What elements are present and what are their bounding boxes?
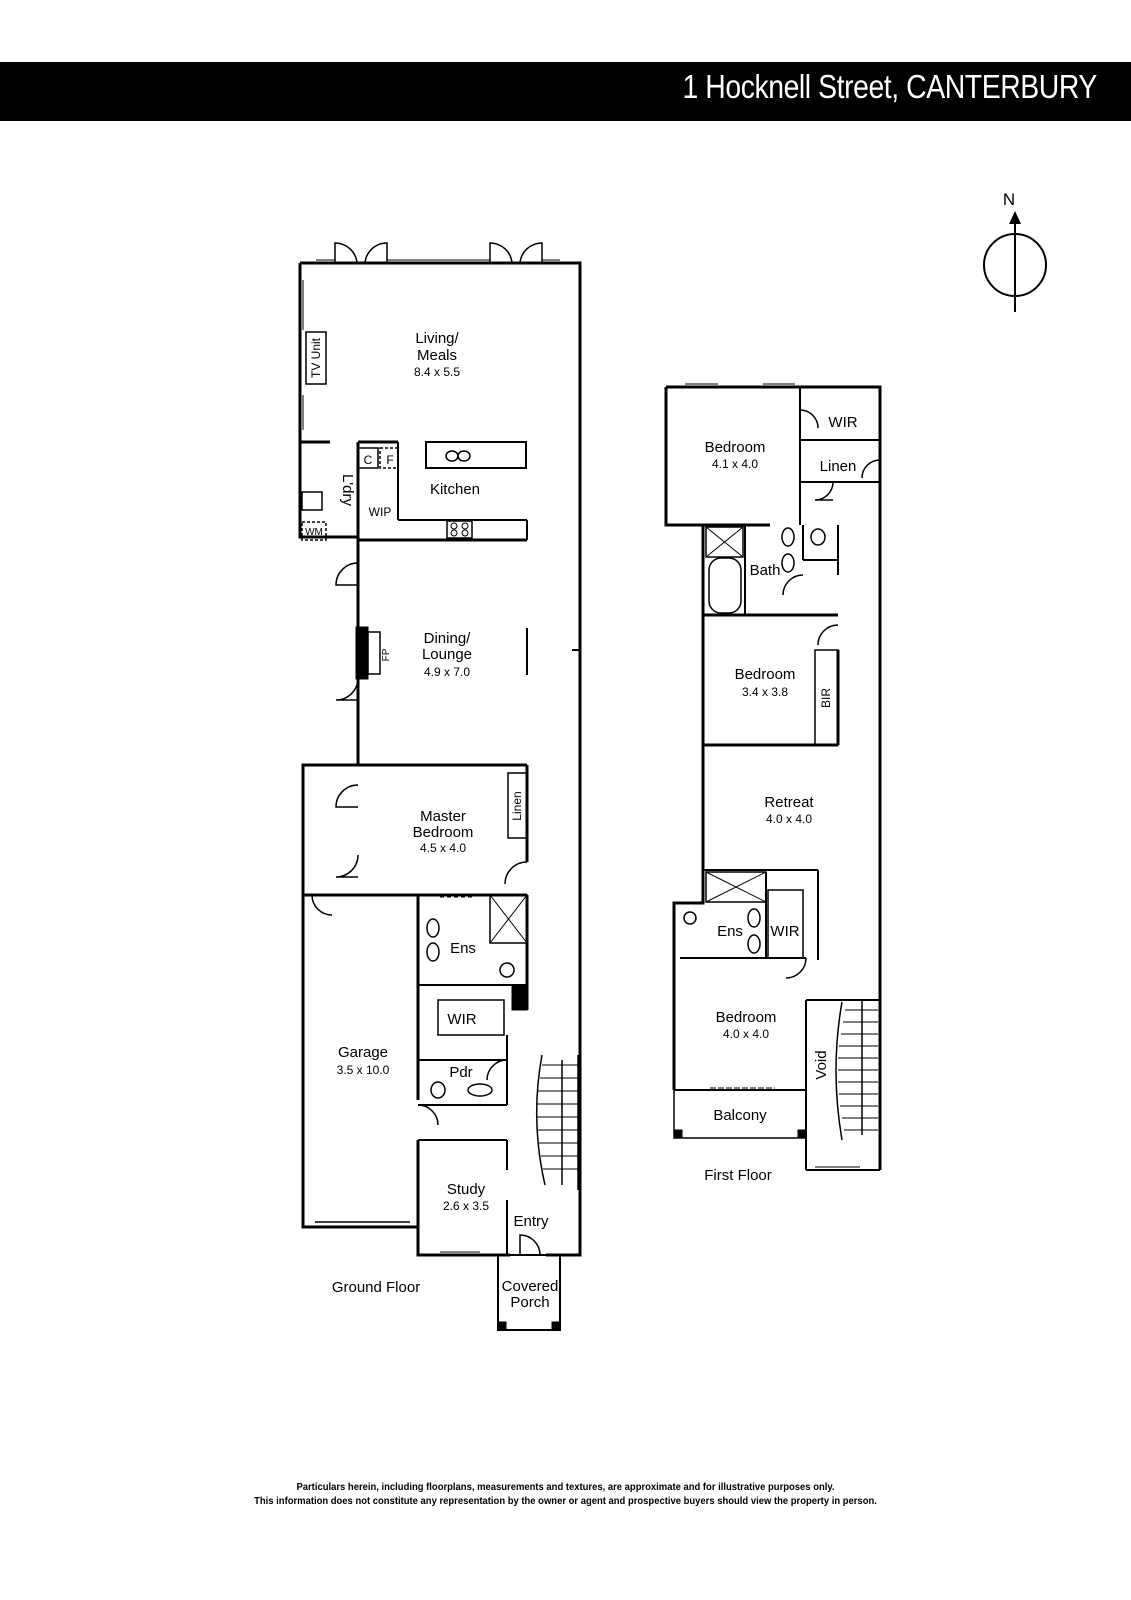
- wir-2-label: WIR: [770, 923, 799, 940]
- bir-label: BIR: [819, 688, 833, 708]
- wip-label: WIP: [369, 505, 392, 519]
- first-floor-label: First Floor: [704, 1167, 772, 1184]
- master-bedroom-dims: 4.5 x 4.0: [420, 841, 466, 855]
- disclaimer-line-2: This information does not constitute any…: [254, 1495, 877, 1507]
- linen-label: Linen: [510, 791, 524, 820]
- compass-north-label: N: [1003, 190, 1015, 209]
- bedroom-1-label: Bedroom: [705, 439, 766, 456]
- powder-room-label: Pdr: [449, 1064, 472, 1081]
- garage-label: Garage: [338, 1044, 388, 1061]
- covered-porch-label-2: Porch: [510, 1294, 549, 1311]
- living-meals-dims: 8.4 x 5.5: [414, 365, 460, 379]
- dining-lounge-dims: 4.9 x 7.0: [424, 665, 470, 679]
- bedroom-1-dims: 4.1 x 4.0: [712, 457, 758, 471]
- retreat-dims: 4.0 x 4.0: [766, 812, 812, 826]
- void-label: Void: [813, 1050, 830, 1079]
- bedroom-3-dims: 4.0 x 4.0: [723, 1027, 769, 1041]
- ground-floor-plan: [298, 242, 582, 1331]
- living-meals-label-1: Living/: [415, 330, 459, 347]
- first-floor-plan: [664, 383, 882, 1171]
- wir-label: WIR: [447, 1011, 476, 1028]
- balcony-label: Balcony: [713, 1107, 767, 1124]
- master-bedroom-label-1: Master: [420, 808, 466, 825]
- property-address: 1 Hocknell Street, CANTERBURY: [682, 68, 1098, 105]
- bedroom-2-label: Bedroom: [735, 666, 796, 683]
- study-label: Study: [447, 1181, 486, 1198]
- entry-label: Entry: [513, 1213, 549, 1230]
- kitchen-label: Kitchen: [430, 481, 480, 498]
- garage-dims: 3.5 x 10.0: [337, 1063, 390, 1077]
- living-meals-label-2: Meals: [417, 347, 457, 364]
- covered-porch-label-1: Covered: [502, 1278, 559, 1295]
- retreat-label: Retreat: [764, 794, 814, 811]
- wir-1-label: WIR: [828, 414, 857, 431]
- fireplace-label: FP: [381, 648, 392, 661]
- disclaimer-line-1: Particulars herein, including floorplans…: [296, 1481, 835, 1493]
- disclaimer: Particulars herein, including floorplans…: [57, 1480, 1075, 1508]
- study-dims: 2.6 x 3.5: [443, 1199, 489, 1213]
- f-label: F: [386, 453, 393, 467]
- ground-floor-label: Ground Floor: [332, 1279, 420, 1296]
- dining-lounge-label-1: Dining/: [424, 630, 472, 647]
- c-label: C: [364, 453, 373, 467]
- dining-lounge-label-2: Lounge: [422, 646, 472, 663]
- ensuite-ff-label: Ens: [717, 923, 743, 940]
- bath-label: Bath: [750, 562, 781, 579]
- wm-label: WM: [305, 527, 323, 538]
- header-bar: 1 Hocknell Street, CANTERBURY: [0, 62, 1131, 121]
- bedroom-2-dims: 3.4 x 3.8: [742, 685, 788, 699]
- laundry-label: L'dry: [339, 474, 356, 507]
- tv-unit-label: TV Unit: [309, 337, 323, 378]
- linen-ff-label: Linen: [820, 458, 857, 475]
- bedroom-3-label: Bedroom: [716, 1009, 777, 1026]
- master-bedroom-label-2: Bedroom: [413, 824, 474, 841]
- ensuite-label: Ens: [450, 940, 476, 957]
- compass-icon: N: [983, 190, 1047, 312]
